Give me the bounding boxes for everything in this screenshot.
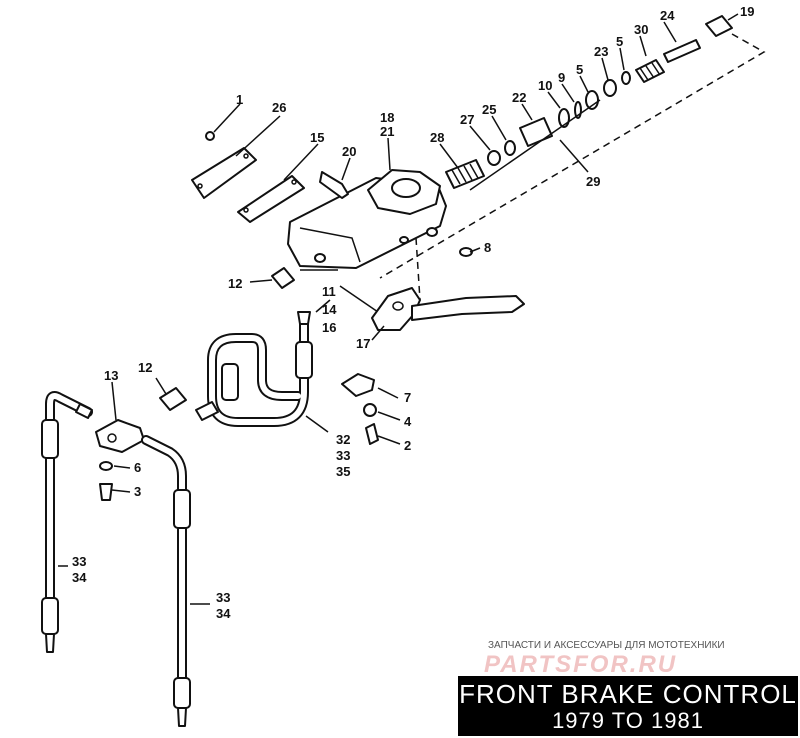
- reservoir-cover: [191, 131, 305, 223]
- callout-19: 19: [740, 4, 754, 19]
- tee-fitting: [95, 387, 187, 501]
- title-box: FRONT BRAKE CONTROL 1979 TO 1981: [458, 676, 798, 736]
- watermark-logo: PARTSFOR.RU: [484, 651, 678, 678]
- callout-11: 11: [322, 284, 336, 299]
- callout-28: 28: [430, 130, 444, 145]
- leader-lines: [58, 13, 739, 605]
- callout-13: 13: [104, 368, 118, 383]
- callout-1: 1: [236, 92, 243, 107]
- callout-27: 27: [460, 112, 474, 127]
- callout-labels: 1 26 15 18 21 20 28 27 25 22 10 9 5 23 5…: [72, 4, 754, 621]
- callout-18: 18: [380, 110, 394, 125]
- callout-8: 8: [484, 240, 491, 255]
- title-line-2: 1979 TO 1981: [552, 708, 704, 733]
- callout-4: 4: [404, 414, 412, 429]
- callout-5a: 5: [576, 62, 583, 77]
- callout-12-lower: 12: [138, 360, 152, 375]
- piston-train: [445, 15, 733, 191]
- callout-26: 26: [272, 100, 286, 115]
- callout-34-left: 34: [72, 570, 87, 585]
- callout-25: 25: [482, 102, 496, 117]
- callout-16: 16: [322, 320, 336, 335]
- callout-33-upper: 33: [336, 448, 350, 463]
- callout-33-left: 33: [72, 554, 86, 569]
- master-cylinder-body: [287, 169, 447, 269]
- callout-15: 15: [310, 130, 324, 145]
- title-line-1: FRONT BRAKE CONTROL: [459, 679, 797, 709]
- pivot-pin: [319, 171, 349, 199]
- callout-23: 23: [594, 44, 608, 59]
- upper-brake-hose: [195, 311, 313, 427]
- callout-7: 7: [404, 390, 411, 405]
- callout-35: 35: [336, 464, 350, 479]
- callout-33-right: 33: [216, 590, 230, 605]
- right-lower-hose: [141, 435, 191, 727]
- banjo-bolt-upper: [271, 247, 473, 289]
- callout-22: 22: [512, 90, 526, 105]
- callout-17: 17: [356, 336, 370, 351]
- callout-12-upper: 12: [228, 276, 242, 291]
- callout-20: 20: [342, 144, 356, 159]
- callout-2: 2: [404, 438, 411, 453]
- callout-3: 3: [134, 484, 141, 499]
- hose-clamp: [341, 373, 379, 445]
- callout-29: 29: [586, 174, 600, 189]
- callout-10: 10: [538, 78, 552, 93]
- watermark-caption: ЗАПЧАСТИ И АКСЕССУАРЫ ДЛЯ МОТОТЕХНИКИ: [488, 640, 725, 651]
- callout-5b: 5: [616, 34, 623, 49]
- callout-30: 30: [634, 22, 648, 37]
- callout-24: 24: [660, 8, 675, 23]
- callout-14: 14: [322, 302, 337, 317]
- callout-21: 21: [380, 124, 394, 139]
- assembly-guide-lines: [300, 33, 766, 313]
- brake-lever: [371, 287, 525, 331]
- callout-34-right: 34: [216, 606, 231, 621]
- callout-9: 9: [558, 70, 565, 85]
- callout-32: 32: [336, 432, 350, 447]
- left-lower-hose: [41, 391, 93, 653]
- callout-6: 6: [134, 460, 141, 475]
